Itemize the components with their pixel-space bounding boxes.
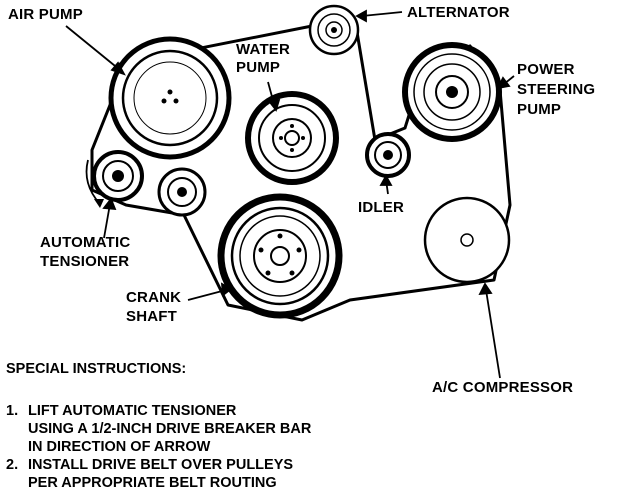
crank-shaft-pulley	[217, 193, 343, 319]
instruction-step-1: 1. LIFT AUTOMATIC TENSIONER USING A 1/2-…	[6, 402, 466, 456]
label-idler: IDLER	[358, 199, 404, 216]
instructions-title: SPECIAL INSTRUCTIONS:	[6, 361, 187, 377]
idler-pulley	[365, 132, 411, 178]
power-steering-pump-pulley	[402, 42, 502, 142]
air-pump-pulley	[108, 36, 232, 160]
label-automatic-tensioner-line1: AUTOMATIC	[40, 234, 130, 251]
label-alternator: ALTERNATOR	[407, 4, 510, 21]
label-power-steering-line3: PUMP	[517, 101, 561, 118]
step-number: 2.	[6, 457, 19, 473]
label-water-pump-line1: WATER	[236, 41, 290, 58]
leader-lines	[65, 9, 515, 379]
step-line: PER APPROPRIATE BELT ROUTING	[28, 475, 277, 491]
instruction-step-2: 2. INSTALL DRIVE BELT OVER PULLEYS PER A…	[6, 456, 466, 492]
step-line: USING A 1/2-INCH DRIVE BREAKER BAR	[28, 421, 312, 437]
ac-compressor-pulley	[423, 196, 511, 284]
automatic-tensioner-pulley	[92, 150, 144, 202]
special-instructions: SPECIAL INSTRUCTIONS: 1. LIFT AUTOMATIC …	[6, 360, 466, 492]
step-line: INSTALL DRIVE BELT OVER PULLEYS	[28, 457, 294, 473]
step-line: LIFT AUTOMATIC TENSIONER	[28, 403, 237, 419]
label-power-steering-line2: STEERING	[517, 81, 595, 98]
water-pump-pulley	[245, 91, 339, 185]
tensioner-direction-arrow	[85, 159, 104, 208]
label-air-pump: AIR PUMP	[8, 6, 83, 23]
alternator-pulley	[308, 4, 360, 56]
step-line: IN DIRECTION OF ARROW	[28, 439, 211, 455]
step-number: 1.	[6, 403, 19, 419]
label-power-steering-line1: POWER	[517, 61, 575, 78]
label-automatic-tensioner-line2: TENSIONER	[40, 253, 129, 270]
label-crank-shaft-line2: SHAFT	[126, 308, 177, 325]
lower-idler-pulley	[157, 167, 207, 217]
label-ac-compressor: A/C COMPRESSOR	[432, 379, 573, 396]
label-water-pump-line2: PUMP	[236, 59, 280, 76]
label-crank-shaft-line1: CRANK	[126, 289, 181, 306]
